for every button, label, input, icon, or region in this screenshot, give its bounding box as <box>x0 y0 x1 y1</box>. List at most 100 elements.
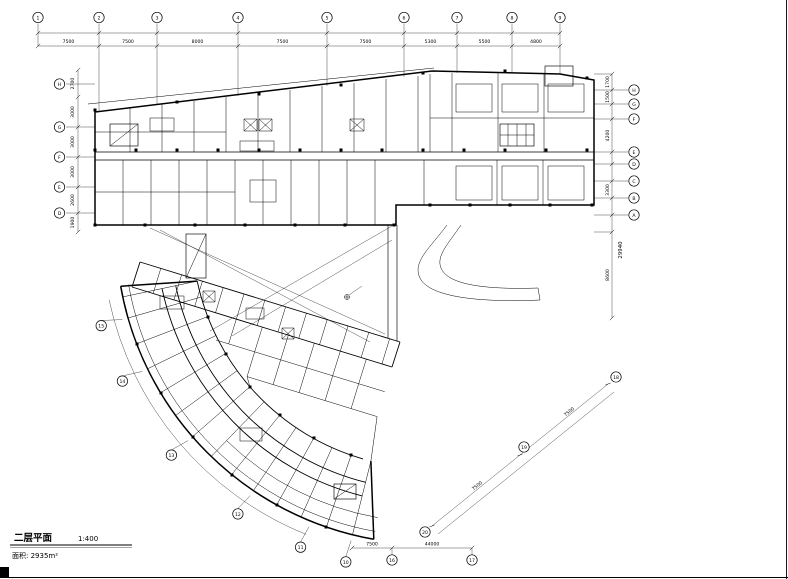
bar-stair <box>245 307 265 320</box>
axis-bubble <box>53 151 66 163</box>
dim-text: 2700 <box>70 78 76 90</box>
dim-text: 3300 <box>605 184 611 196</box>
axis-label: H <box>58 82 61 88</box>
outer-walls <box>94 70 595 226</box>
columns-wing <box>135 315 353 529</box>
axis-bubble <box>466 554 478 566</box>
axis-bubble <box>95 320 107 332</box>
lower-room-partitions <box>122 160 544 225</box>
axis-bubble <box>53 181 66 193</box>
dim-text: 8600 <box>605 269 611 281</box>
sub-arc <box>226 440 378 518</box>
dim-total-text: 29940 <box>618 241 624 259</box>
dim-text: 4800 <box>530 39 542 45</box>
axis-bubble <box>93 11 105 24</box>
dim-text: 7500 <box>63 39 75 45</box>
axis-label: F <box>633 117 636 123</box>
axis-bubble <box>628 113 640 125</box>
axis-bubble <box>628 146 640 158</box>
axis-label: G <box>632 102 636 108</box>
strip-partitions <box>228 318 378 462</box>
axis-label: 20 <box>422 530 428 536</box>
upper-block <box>87 65 595 227</box>
corner-mark <box>0 567 9 577</box>
axis-bubble <box>628 98 640 110</box>
stairs-wing <box>159 295 357 500</box>
grid-table <box>499 123 535 147</box>
axis-label: 15 <box>98 324 104 330</box>
dim-text: 5500 <box>479 39 491 45</box>
dim-text: 7500 <box>563 406 576 418</box>
top-dim-lines <box>38 32 560 47</box>
outer-arc-inner-line <box>128 284 376 532</box>
dim-text: 2600 <box>70 194 76 206</box>
axis-bubble <box>321 11 333 24</box>
axis-label: 16 <box>389 558 395 564</box>
dim-text: 4200 <box>605 130 611 142</box>
sub-partitions <box>95 117 594 193</box>
grand-stair <box>185 233 207 279</box>
drawing-scale: 1:400 <box>78 535 98 543</box>
corridor-arc-1 <box>161 288 363 497</box>
end-walls <box>120 280 375 540</box>
corridor-arc-2 <box>175 285 366 483</box>
axis-label: 9 <box>559 16 562 22</box>
axis-label: 5 <box>326 16 329 22</box>
drawing-title: 二层平面 <box>14 533 53 544</box>
axis-label: A <box>632 213 636 219</box>
grid-left: 2700 3000 3000 3000 2600 1900 H G F E D <box>53 67 95 235</box>
bar-shaft-boxes <box>202 290 295 340</box>
axis-label: 14 <box>119 379 125 385</box>
columns-upper <box>93 69 594 227</box>
axis-label: 17 <box>469 558 475 564</box>
grid-bottom: 7500 44000 16 17 <box>349 542 478 566</box>
axis-label: 3 <box>156 16 159 22</box>
axis-bubble <box>53 78 66 90</box>
right-dim-ticks <box>609 71 615 321</box>
dim-text: 7500 <box>366 542 378 548</box>
grid-top: 7500 7500 8000 7500 7500 5300 5500 4800 … <box>32 11 566 111</box>
arc-leader-lines <box>101 319 352 557</box>
seating-rows <box>455 83 585 201</box>
dim-text: 3000 <box>70 166 76 178</box>
dim-text: 7500 <box>360 39 372 45</box>
right-extension-lines <box>594 73 628 318</box>
axis-bubble <box>628 209 640 221</box>
axis-bubble <box>628 158 640 170</box>
slanted-bar-wing <box>131 261 401 462</box>
grid-slant: 7500 7500 18 19 20 <box>419 371 622 538</box>
axis-bubble <box>506 11 518 24</box>
axis-label: 13 <box>168 453 174 459</box>
slant-dim-ticks <box>429 382 611 528</box>
bridge-corridor <box>387 225 398 341</box>
axis-label: G <box>58 125 62 131</box>
driveway-curve <box>417 224 541 301</box>
corridor-walls <box>95 151 594 161</box>
axis-bubble <box>151 11 163 24</box>
axis-bubble <box>628 192 640 204</box>
axis-bubble <box>32 11 44 24</box>
dim-text: 7500 <box>277 39 289 45</box>
curved-wing <box>108 280 378 541</box>
dim-text: 44000 <box>425 542 440 548</box>
left-dim-ticks <box>75 67 81 235</box>
grid-right: 1700 1500 4200 3300 8600 29940 H G F E D… <box>594 71 640 321</box>
dim-text: 1500 <box>605 91 611 103</box>
axis-label: F <box>58 155 61 161</box>
dim-text: 7500 <box>122 39 134 45</box>
axis-label: E <box>633 150 636 156</box>
top-dim-ticks <box>35 30 563 49</box>
sight-lines <box>149 225 393 343</box>
bottom-dim-ticks <box>349 545 475 551</box>
grid-arc: 10 11 12 13 14 15 <box>95 319 352 568</box>
axis-label: 11 <box>298 545 304 551</box>
axis-label: 12 <box>235 512 241 518</box>
axis-bubble <box>518 441 530 453</box>
dim-text: 3000 <box>70 136 76 148</box>
stairs-upper <box>109 65 574 203</box>
axis-bubble <box>53 207 66 219</box>
axis-label: C <box>632 179 635 185</box>
